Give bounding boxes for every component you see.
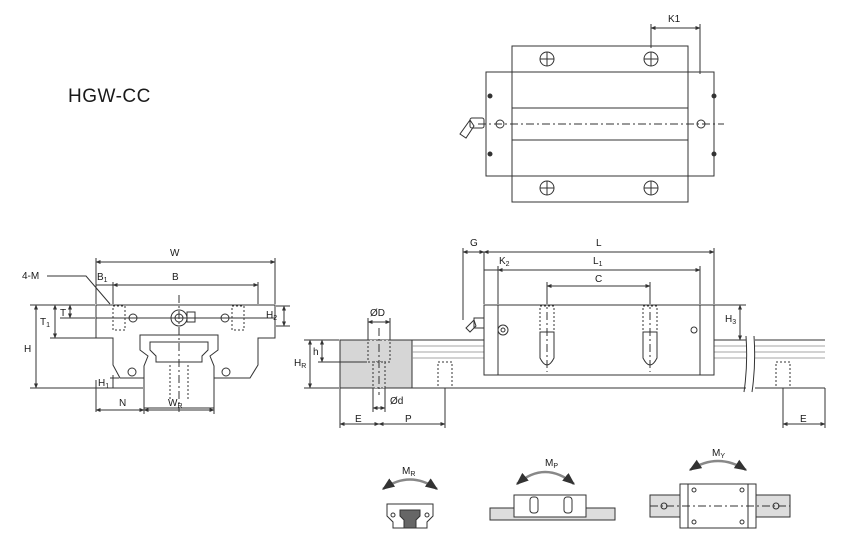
- moment-mp-label: MP: [545, 458, 558, 470]
- dim-g: G: [470, 238, 478, 249]
- dim-h-small: h: [313, 347, 319, 358]
- dim-b: B: [172, 272, 179, 283]
- dim-od-small: Ød: [390, 396, 403, 407]
- moment-yaw-icon: [649, 459, 791, 529]
- dim-t1: T1: [40, 317, 50, 329]
- dim-k2: K2: [499, 256, 510, 268]
- side-grease-nipple-icon: [465, 317, 485, 333]
- dim-w: W: [170, 248, 180, 259]
- top-bolt-holes: [487, 51, 717, 196]
- dim-h3: H3: [725, 314, 736, 326]
- moment-pitch-icon: [489, 470, 616, 521]
- top-view: [459, 24, 724, 203]
- dim-t: T: [60, 308, 66, 319]
- dim-wr: WR: [168, 398, 183, 410]
- front-view: [30, 258, 290, 414]
- dim-b1: B1: [97, 272, 108, 284]
- grease-nipple-icon: [459, 117, 485, 139]
- dim-e-left: E: [355, 414, 362, 425]
- dim-hr: HR: [294, 358, 306, 370]
- model-title: HGW-CC: [68, 86, 151, 107]
- dim-l: L: [596, 238, 602, 249]
- dim-c: C: [595, 274, 602, 285]
- moment-mr-label: MR: [402, 466, 415, 478]
- moment-roll-icon: [381, 478, 439, 529]
- side-view: [304, 248, 826, 428]
- dim-h: H: [24, 344, 31, 355]
- dim-od-big: ØD: [370, 308, 385, 319]
- dim-n: N: [119, 398, 126, 409]
- dim-4m: 4-M: [22, 271, 39, 282]
- dim-k1: K1: [668, 14, 681, 25]
- dim-p: P: [405, 414, 412, 425]
- dim-h2: H2: [266, 310, 277, 322]
- dim-e-right: E: [800, 414, 807, 425]
- moment-my-label: MY: [712, 448, 725, 460]
- dim-l1: L1: [593, 256, 603, 268]
- dim-h1: H1: [98, 378, 109, 390]
